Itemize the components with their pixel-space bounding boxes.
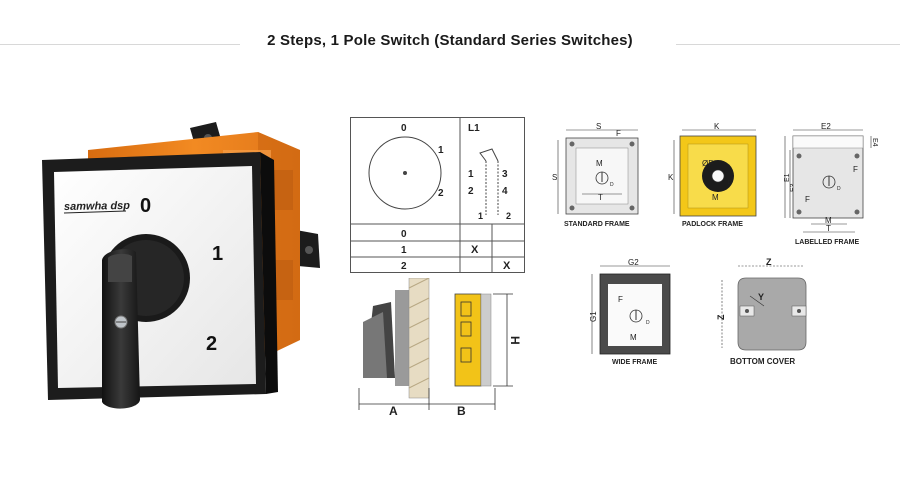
bottom-cover-plate	[737, 277, 807, 351]
padlock-dim-m: M	[712, 193, 719, 202]
position-label-1: 1	[212, 243, 223, 265]
padlock-dim-f: ØF	[702, 159, 713, 168]
wide-frame-caption: WIDE FRAME	[612, 359, 657, 366]
labelled-dim-e2: E2	[821, 122, 831, 131]
labelled-dim-t: T	[826, 224, 831, 233]
wide-dim-d: D	[646, 320, 650, 326]
switching-diagram: 0 1 2 L1 1 3 2 4 1 2 0 1 2 X X	[350, 117, 525, 273]
dial-label-1: 1	[438, 145, 444, 156]
knob-handle	[102, 249, 140, 409]
labelled-dim-f-left: F	[805, 195, 810, 204]
terminal-1: 1	[468, 169, 474, 180]
padlock-dim-d: D	[728, 180, 732, 186]
padlock-dim-k-side: K	[668, 173, 674, 182]
standard-frame-caption: STANDARD FRAME	[564, 221, 630, 228]
bottom-dim-z-top: Z	[766, 258, 772, 267]
position-label-2: 2	[206, 333, 217, 355]
labelled-dim-d: D	[837, 186, 841, 192]
padlock-frame-caption: PADLOCK FRAME	[682, 221, 743, 228]
wide-frame-diagram: G2 G1 F D M WIDE FRAME	[589, 258, 671, 366]
header-rule-right	[676, 44, 900, 45]
labelled-dim-e4: E4	[871, 138, 878, 147]
dial-circle	[368, 136, 442, 210]
labelled-frame-caption: LABELLED FRAME	[795, 239, 859, 246]
wide-dim-g2: G2	[628, 258, 639, 267]
pole-label: L1	[468, 123, 480, 134]
header-rule-left	[0, 44, 240, 45]
labelled-frame-diagram: E2 E4 E1 E3 F F D M T LABELLED FRAME	[784, 122, 878, 246]
table-row-1-c1: X	[471, 244, 479, 256]
bottom-dim-y: Y	[758, 292, 764, 302]
bottom-cover-diagram: Z Z Y BOTTOM COVER	[716, 258, 807, 366]
standard-frame-diagram: S S F M D T STANDARD FRAME	[552, 122, 639, 228]
page-title: 2 Steps, 1 Pole Switch (Standard Series …	[267, 32, 633, 49]
dial-label-2: 2	[438, 188, 444, 199]
wide-dim-g1: G1	[589, 311, 598, 322]
dim-b-label: B	[457, 404, 466, 418]
terminal-3: 3	[502, 169, 508, 180]
standard-dim-d: D	[610, 182, 614, 188]
bottom-dim-z-side: Z	[716, 314, 726, 320]
bottom-terminal-1: 1	[478, 211, 483, 221]
position-label-0: 0	[140, 195, 151, 217]
table-row-0-position: 0	[401, 229, 407, 240]
wide-dim-m: M	[630, 333, 637, 342]
standard-dim-m: M	[596, 159, 603, 168]
wide-dim-f: F	[618, 295, 623, 304]
padlock-frame-diagram: K K ØF M D PADLOCK FRAME	[668, 122, 757, 228]
table-row-2-position: 2	[401, 261, 407, 272]
labelled-dim-e1: E1	[784, 173, 791, 182]
dim-h-label: H	[508, 336, 522, 345]
brand-text: samwha dsp	[64, 200, 131, 213]
side-view-diagram: A B H	[358, 278, 522, 418]
product-image: samwha dsp 0 1 2	[42, 122, 320, 409]
standard-dim-f: F	[616, 129, 621, 138]
table-row-1-position: 1	[401, 245, 407, 256]
bottom-cover-caption: BOTTOM COVER	[730, 357, 795, 366]
bottom-terminal-2: 2	[506, 211, 511, 221]
labelled-dim-f-right: F	[853, 165, 858, 174]
terminal-4: 4	[502, 186, 508, 197]
standard-dim-s-side: S	[552, 173, 557, 182]
terminal-2: 2	[468, 186, 474, 197]
page-header: 2 Steps, 1 Pole Switch (Standard Series …	[0, 28, 900, 58]
dim-a-label: A	[389, 404, 398, 418]
dial-label-0: 0	[401, 123, 407, 134]
labelled-dim-m: M	[825, 216, 832, 225]
standard-dim-s-top: S	[596, 122, 601, 131]
padlock-dim-k-top: K	[714, 122, 720, 131]
standard-dim-t: T	[598, 193, 603, 202]
table-row-2-c2: X	[503, 260, 511, 272]
